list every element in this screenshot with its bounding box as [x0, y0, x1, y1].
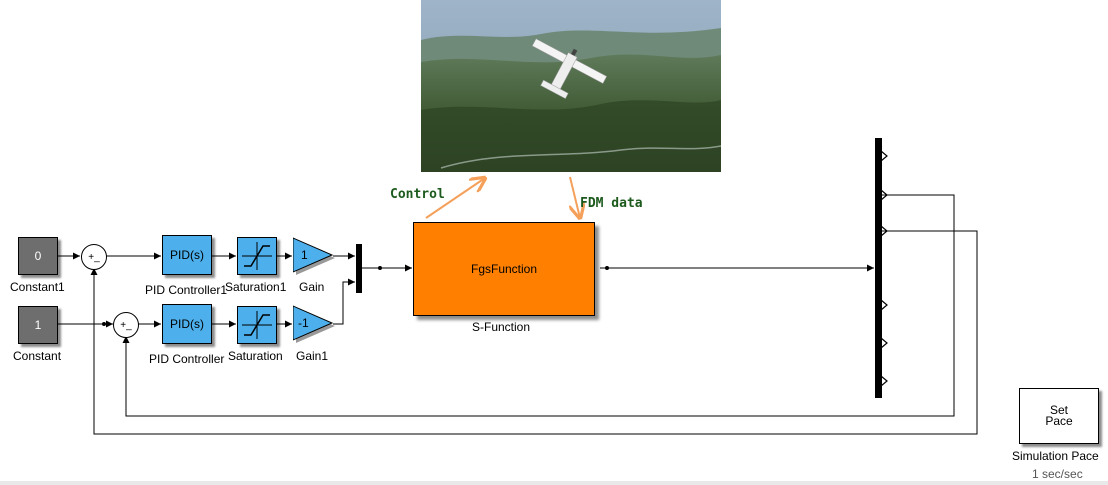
saturation1-block[interactable]	[237, 237, 277, 275]
gain-label: Gain	[299, 280, 325, 294]
set-pace-block[interactable]: Set Pace	[1019, 388, 1099, 444]
saturation-label: Saturation	[228, 349, 283, 363]
gain-value: 1	[301, 248, 308, 262]
saturation1-label: Saturation1	[225, 280, 287, 294]
constant1-block[interactable]: 0	[18, 237, 58, 275]
constant-label: Constant	[13, 349, 62, 363]
set-pace-line2: Pace	[1045, 414, 1073, 428]
gain1-value: -1	[298, 316, 309, 330]
constant-block[interactable]: 1	[18, 306, 58, 344]
saturation-icon	[242, 311, 272, 339]
pid-controller-block[interactable]: PID(s)	[162, 304, 212, 344]
gain-block[interactable]: 1	[293, 237, 335, 275]
sum-block-bottom[interactable]: +_	[113, 312, 139, 338]
constant-value: 1	[34, 318, 42, 332]
sum-top-signs: +_	[88, 251, 100, 263]
pid-controller1-block[interactable]: PID(s)	[162, 235, 212, 275]
control-annotation: Control	[390, 187, 445, 202]
pid-controller1-label: PID Controller1	[145, 283, 228, 297]
gain1-block[interactable]: -1	[293, 305, 335, 343]
constant1-label: Constant1	[10, 280, 65, 294]
pid-controller-text: PID(s)	[170, 317, 204, 331]
demux-block[interactable]	[875, 138, 882, 398]
saturation-icon	[242, 242, 272, 270]
sum-bottom-signs: +_	[120, 319, 132, 331]
saturation-block[interactable]	[237, 306, 277, 344]
fdm-data-annotation: FDM data	[580, 196, 643, 211]
set-pace-line1: Set	[1049, 403, 1068, 417]
constant1-value: 0	[34, 249, 42, 263]
simulation-pace-rate: 1 sec/sec	[1032, 467, 1083, 481]
pid-controller-label: PID Controller	[149, 352, 225, 366]
mux-block[interactable]	[356, 244, 362, 293]
gain1-triangle	[293, 305, 335, 343]
pid-controller1-text: PID(s)	[170, 248, 204, 262]
sum-block-top[interactable]: +_	[81, 244, 107, 270]
canvas-bottom-edge	[0, 481, 1108, 485]
s-function-text: FgsFunction	[470, 262, 538, 276]
simulation-pace-label: Simulation Pace	[1012, 449, 1099, 463]
s-function-block[interactable]: FgsFunction	[413, 222, 595, 316]
gain1-label: Gain1	[296, 349, 329, 363]
gain-triangle	[293, 237, 335, 275]
flight-simulator-image	[421, 0, 721, 172]
s-function-label: S-Function	[472, 320, 531, 334]
